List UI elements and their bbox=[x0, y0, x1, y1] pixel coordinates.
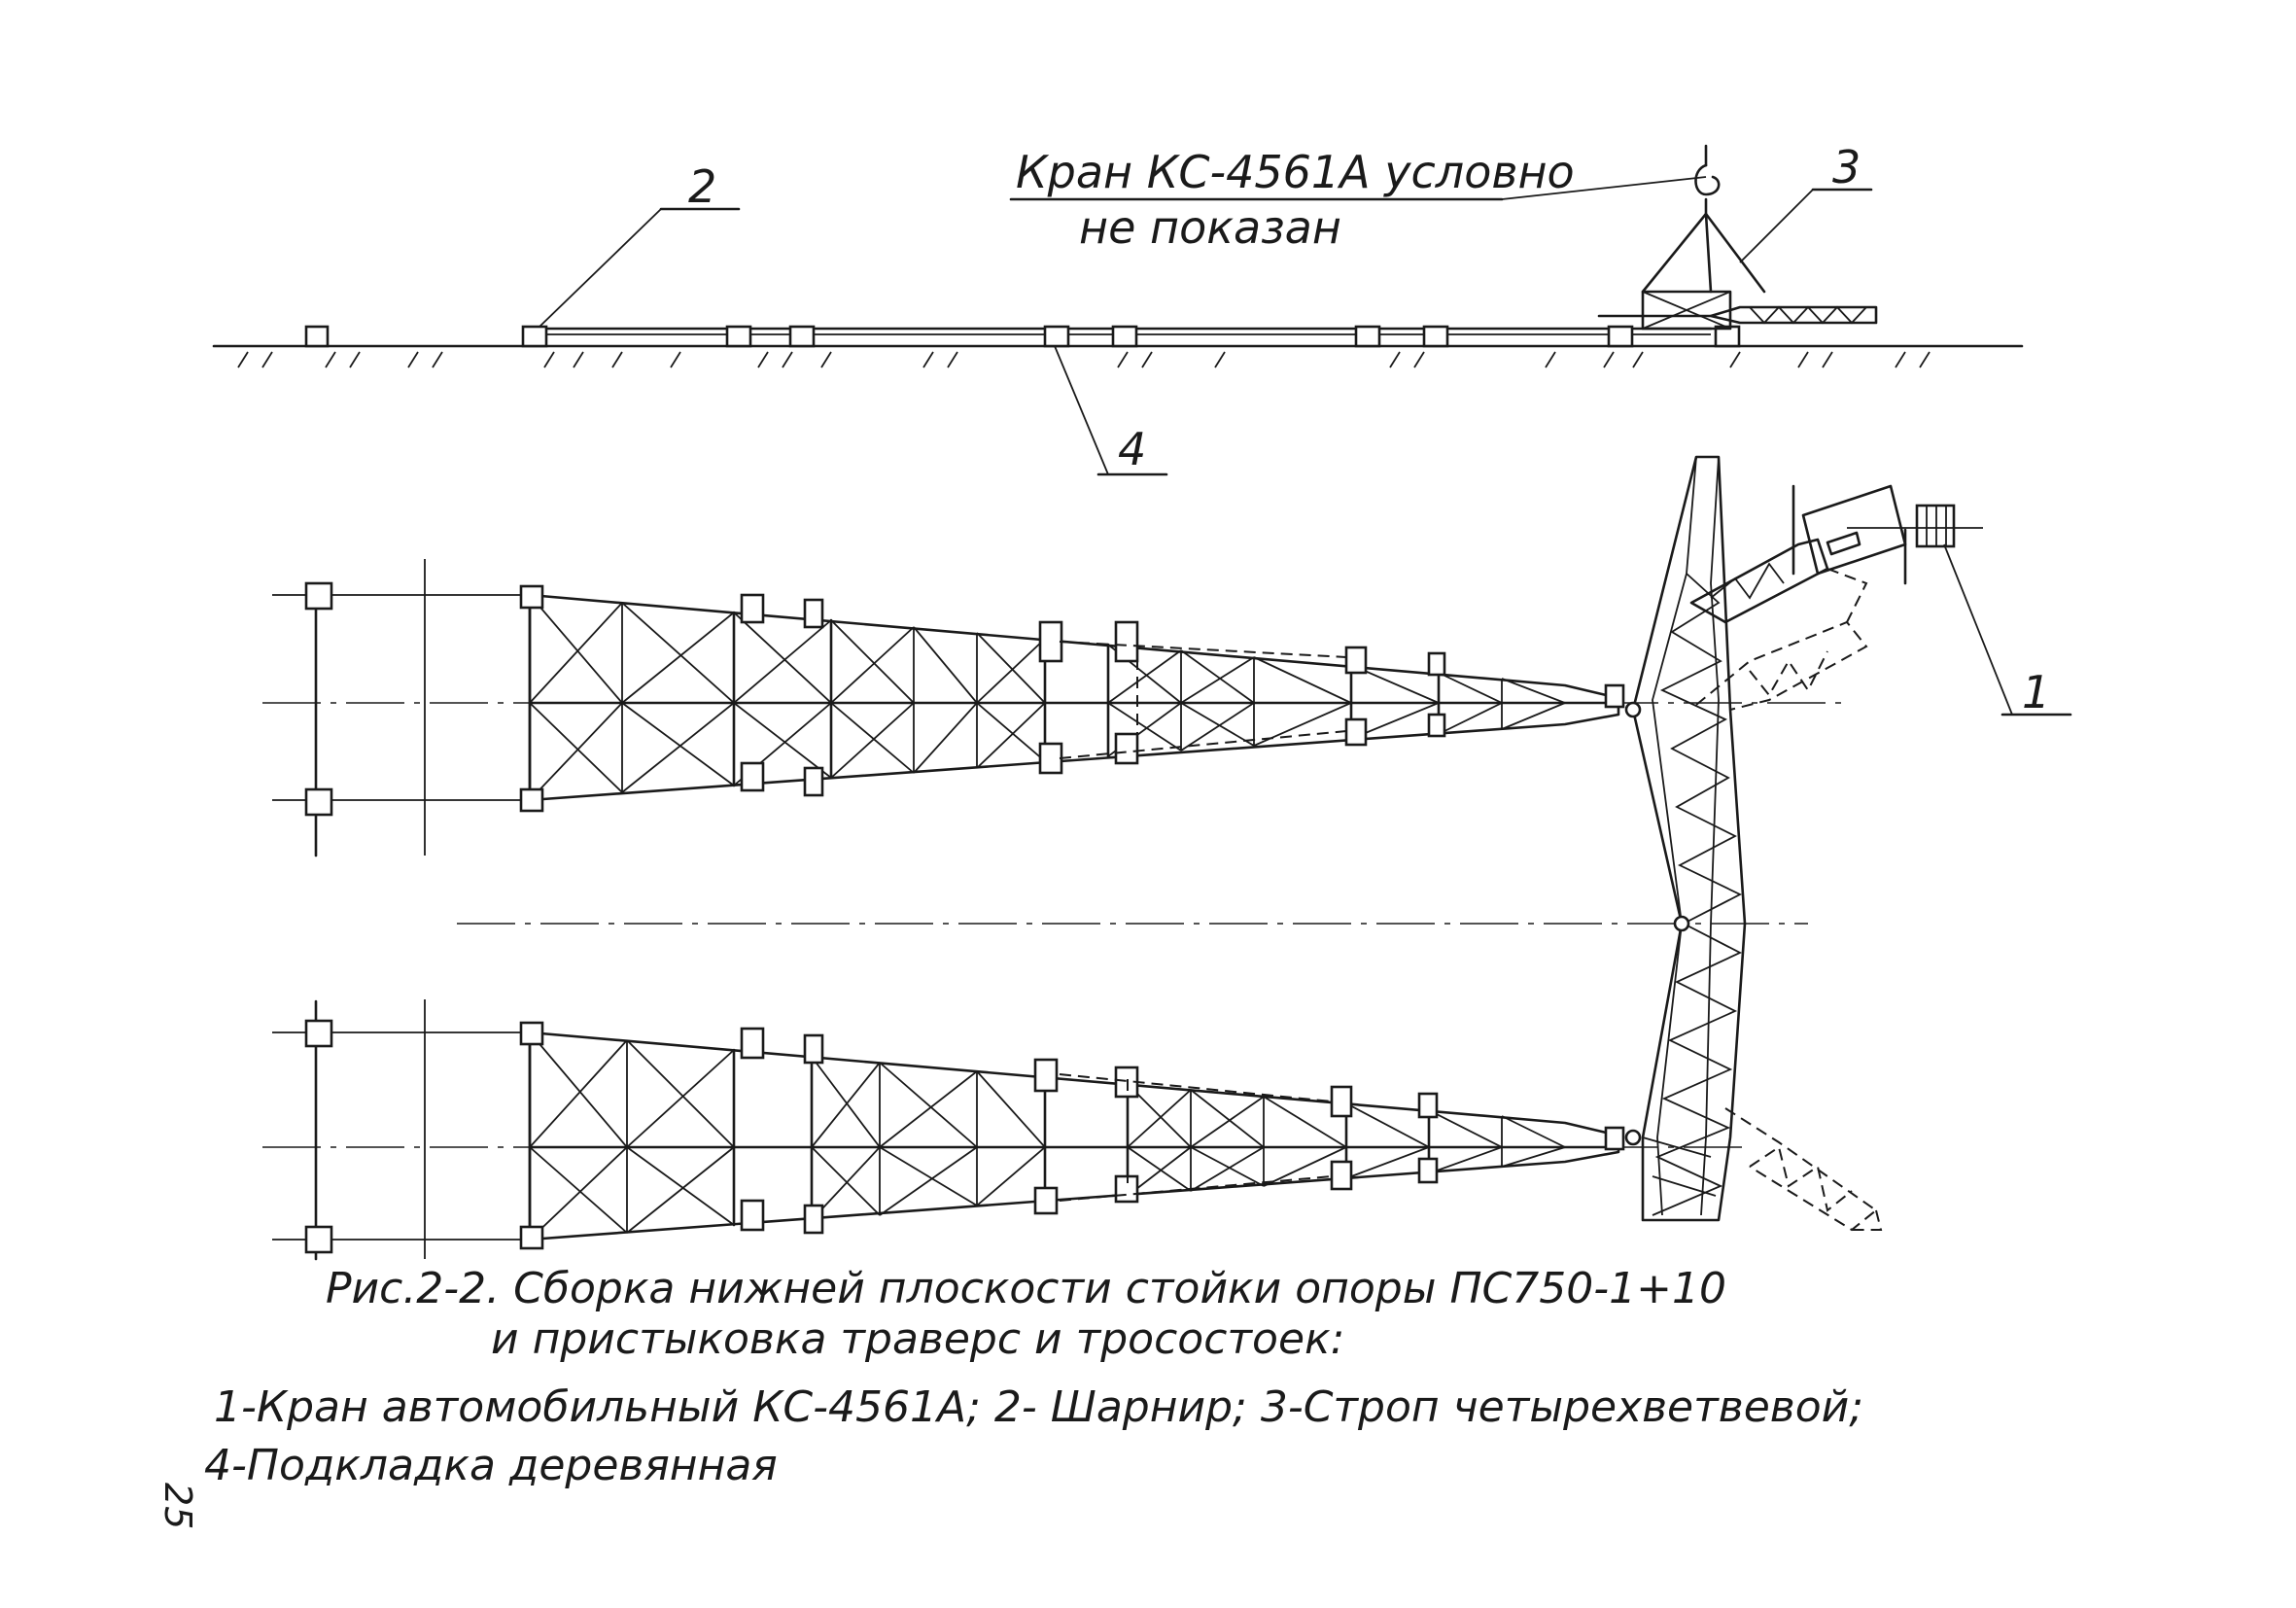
crossarm-truss-side bbox=[1597, 305, 1878, 325]
ground-wire-support-upper bbox=[1689, 538, 1868, 711]
caption-line2: и пристыковка траверс и тросостоек: bbox=[491, 1314, 1344, 1364]
callout-3: 3 bbox=[1739, 141, 1873, 263]
svg-text:2: 2 bbox=[688, 160, 716, 213]
wooden-pads-side bbox=[304, 325, 1741, 348]
crane-plan bbox=[1792, 484, 1983, 585]
crossarm-traverse bbox=[1624, 455, 1747, 1222]
callout-1: 1 bbox=[1943, 543, 2072, 718]
caption-line3: 1-Кран автомобильный КС-4561А; 2- Шарнир… bbox=[214, 1382, 1863, 1432]
lower-leg-truss bbox=[528, 1031, 1620, 1241]
plan-view: 1 bbox=[262, 455, 2072, 1261]
upper-leg-truss bbox=[528, 593, 1620, 802]
svg-text:3: 3 bbox=[1832, 141, 1861, 193]
crane-note-leader bbox=[1501, 176, 1707, 200]
svg-text:4: 4 bbox=[1118, 423, 1146, 475]
wooden-pads-plan bbox=[519, 584, 1625, 1250]
dashed-bracing bbox=[1059, 640, 1347, 1202]
crane-note-line2: не показан bbox=[1079, 201, 1341, 254]
callout-2: 2 bbox=[539, 160, 741, 328]
side-elevation-view: Кран КС-4561А условно не показан 2 3 4 bbox=[212, 141, 2024, 476]
ground-wire-support-lower bbox=[1724, 1107, 1883, 1232]
callout-4: 4 bbox=[1054, 345, 1168, 476]
four-leg-sling bbox=[1641, 197, 1766, 294]
caption-line1: Рис.2-2. Сборка нижней плоскости стойки … bbox=[326, 1264, 1726, 1313]
caption-line4: 4-Подкладка деревянная bbox=[204, 1441, 778, 1490]
ground-hatching bbox=[237, 351, 1931, 368]
crane-note-line1: Кран КС-4561А условно bbox=[1016, 146, 1575, 198]
crane-hook-icon bbox=[1694, 163, 1721, 196]
figure-caption: Рис.2-2. Сборка нижней плоскости стойки … bbox=[204, 1264, 1863, 1490]
svg-text:1: 1 bbox=[2022, 666, 2050, 718]
page-number: 25 bbox=[157, 1483, 199, 1529]
hinge-supports bbox=[272, 559, 530, 1261]
